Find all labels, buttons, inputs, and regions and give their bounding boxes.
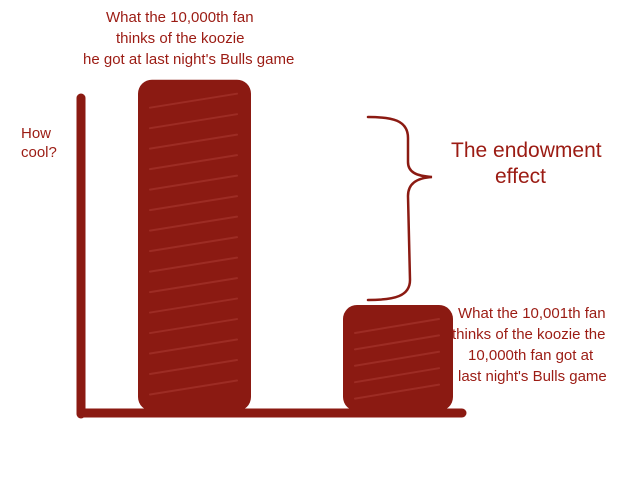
endowment-effect-line-2: effect	[495, 165, 546, 188]
bar-2-scribble	[354, 317, 440, 400]
bar2-annotation-line-3: 10,000th fan got at	[468, 347, 594, 364]
y-axis-label-line-2: cool?	[21, 144, 57, 161]
chart-title-line-1: What the 10,000th fan	[106, 9, 254, 26]
bar2-annotation-line-4: last night's Bulls game	[458, 368, 607, 385]
endowment-effect-label: The endowment effect	[451, 138, 602, 190]
chart-title-line-3: he got at last night's Bulls game	[83, 51, 295, 68]
bar-2	[343, 304, 453, 411]
bar2-annotation-line-2: thinks of the koozie the	[452, 326, 606, 343]
chart-title: What the 10,000th fan thinks of the kooz…	[0, 7, 440, 70]
y-axis-label-line-1: How	[21, 125, 52, 142]
bar-1	[138, 79, 251, 412]
endowment-effect-line-1: The endowment	[451, 139, 602, 162]
bar2-annotation-line-1: What the 10,001th fan	[458, 305, 606, 322]
chart-title-line-2: thinks of the koozie	[116, 30, 245, 47]
bar-1-scribble	[149, 92, 238, 396]
y-axis-label: How cool?	[21, 124, 57, 162]
bar2-annotation: What the 10,001th fan thinks of the kooz…	[452, 303, 607, 387]
endowment-brace	[366, 115, 433, 302]
